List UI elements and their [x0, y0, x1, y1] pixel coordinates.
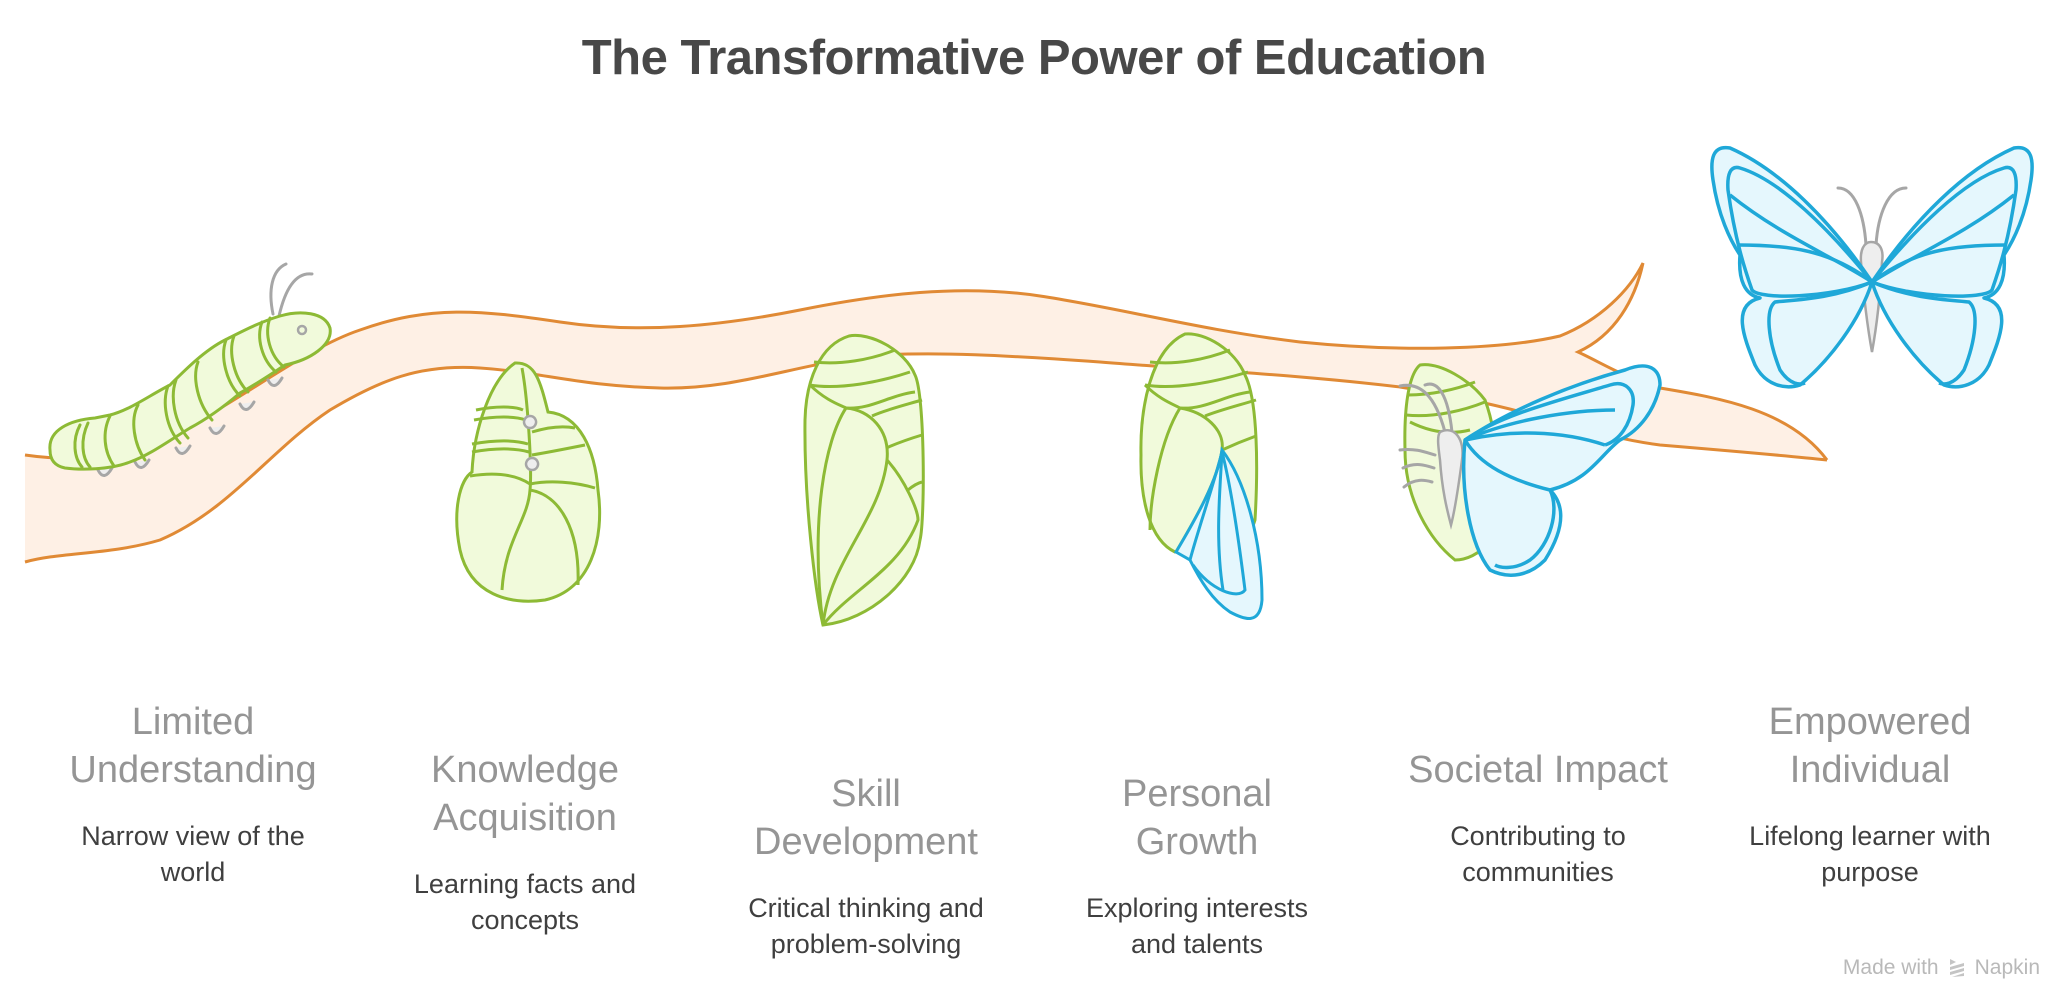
stage-limited-understanding: Limited Understanding Narrow view of the… [33, 698, 353, 890]
stage-description: Critical thinking and problem-solving [748, 893, 984, 959]
heading-line: Societal Impact [1408, 749, 1668, 791]
made-with-label: Made with [1842, 956, 1939, 979]
butterfly-icon [1710, 145, 2034, 389]
heading-line: Development [754, 821, 978, 863]
curled-chrysalis-icon [455, 361, 602, 603]
heading-line: Knowledge [430, 749, 620, 791]
chrysalis-icon [803, 333, 925, 627]
heading-line: Personal [1122, 773, 1272, 815]
heading-line: Growth [1135, 821, 1259, 863]
butterfly-emerging-icon [1398, 363, 1662, 577]
stage-heading: Societal Impact [1378, 746, 1698, 794]
stage-heading: Skill Development [706, 770, 1026, 866]
stage-personal-growth: Personal Growth Exploring interests and … [1037, 770, 1357, 962]
heading-line: Individual [1789, 749, 1951, 791]
caterpillar-icon [48, 262, 332, 477]
stage-heading: Personal Growth [1037, 770, 1357, 866]
stage-description: Learning facts and concepts [413, 869, 637, 935]
stage-description: Exploring interests and talents [1085, 893, 1309, 959]
stage-description: Contributing to communities [1450, 821, 1626, 887]
heading-line: Limited [131, 701, 255, 743]
stage-heading: Limited Understanding [33, 698, 353, 794]
heading-line: Understanding [69, 749, 317, 791]
heading-line: Empowered [1768, 701, 1972, 743]
stage-heading: Empowered Individual [1710, 698, 2030, 794]
stage-societal-impact: Societal Impact Contributing to communit… [1378, 746, 1698, 890]
heading-line: Acquisition [433, 797, 617, 839]
stage-description: Lifelong learner with purpose [1749, 821, 1991, 887]
napkin-brand-label: Napkin [1974, 956, 2040, 979]
stage-knowledge-acquisition: Knowledge Acquisition Learning facts and… [365, 746, 685, 938]
stage-heading: Knowledge Acquisition [365, 746, 685, 842]
page-title: The Transformative Power of Education [581, 31, 1487, 85]
heading-line: Skill [831, 773, 901, 815]
stage-empowered-individual: Empowered Individual Lifelong learner wi… [1710, 698, 2030, 890]
napkin-logo-icon [1949, 959, 1964, 977]
stage-skill-development: Skill Development Critical thinking and … [706, 770, 1026, 962]
chrysalis-emerging-wing-icon [1139, 332, 1264, 620]
stage-description: Narrow view of the world [81, 821, 305, 887]
made-with-napkin-badge[interactable]: Made with Napkin [1843, 956, 2040, 980]
